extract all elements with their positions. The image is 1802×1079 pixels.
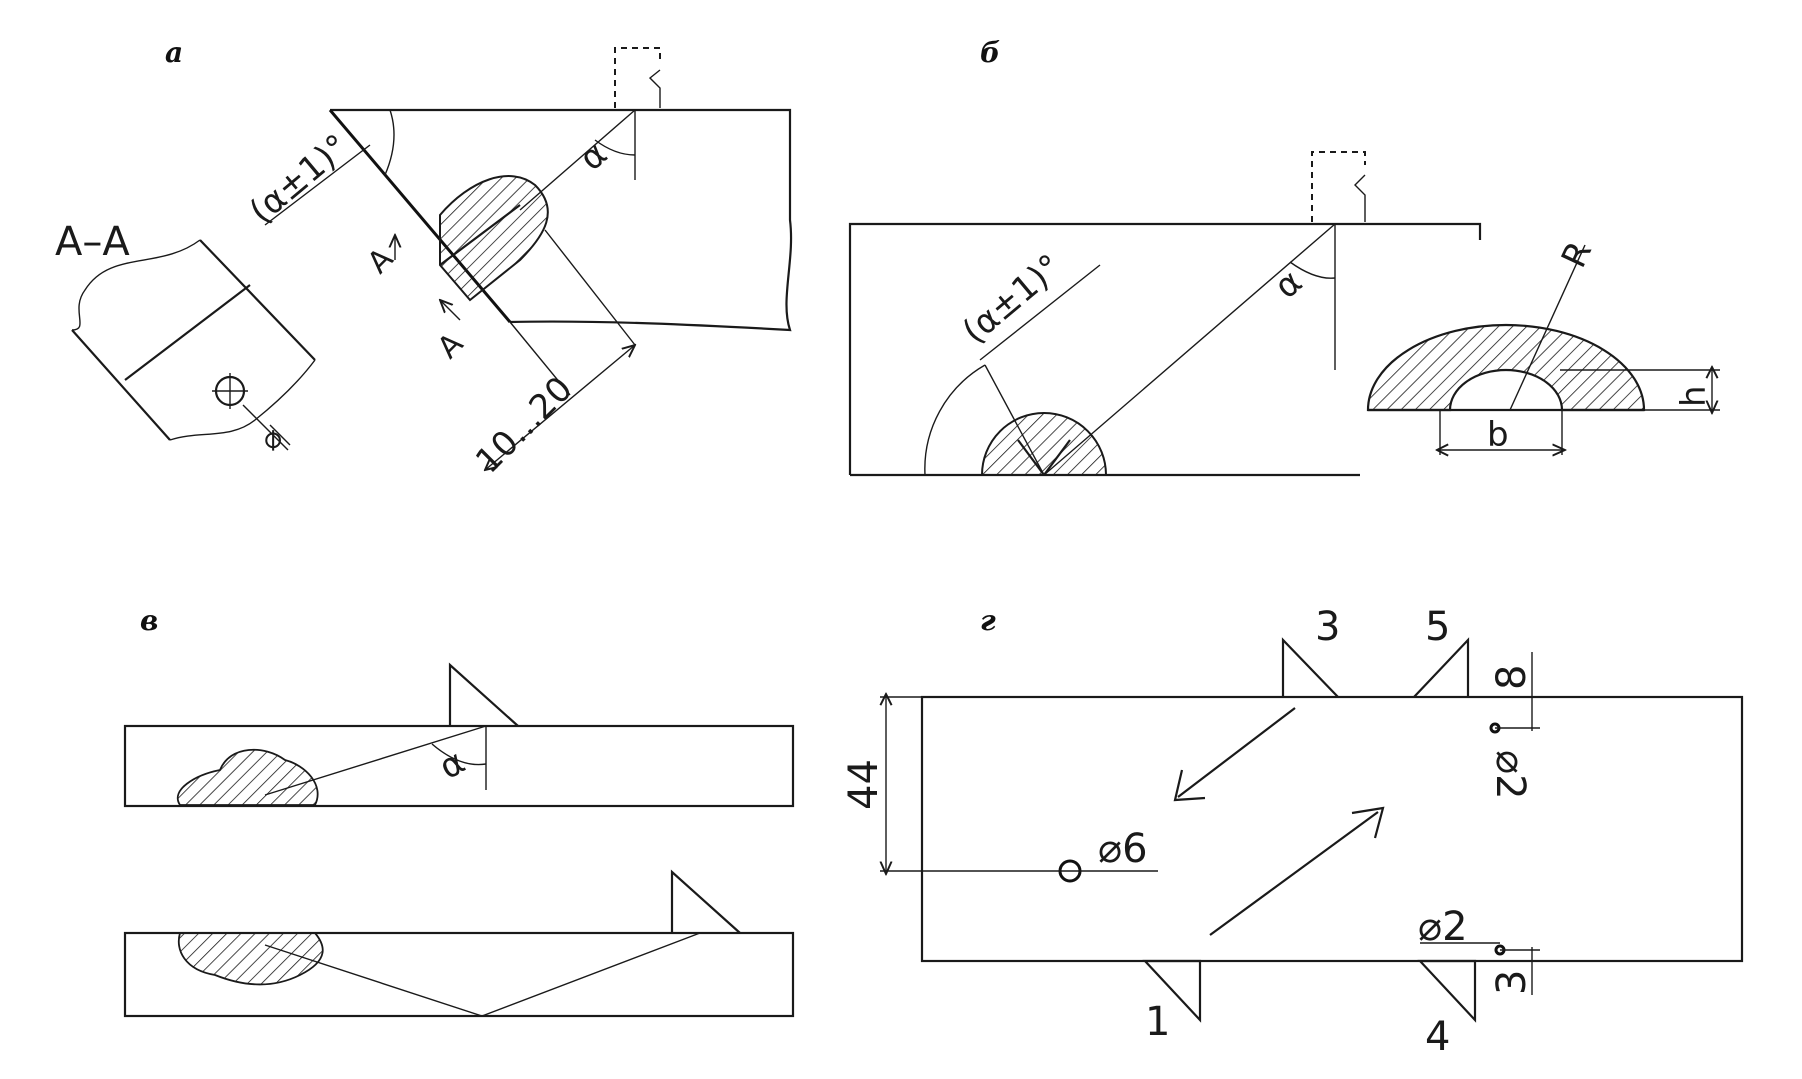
probe-5 bbox=[1413, 637, 1470, 698]
angle-tolerance-a: (α±1)° bbox=[242, 127, 357, 232]
height-label: h bbox=[1674, 385, 1714, 407]
section-a-a-label: А–А bbox=[55, 219, 130, 265]
flaw-upper bbox=[177, 748, 319, 806]
offset-8-label: 8 bbox=[1489, 665, 1535, 690]
probe-1 bbox=[1142, 959, 1202, 1023]
panel-label-a: а bbox=[165, 36, 183, 69]
section-arrow-right: А bbox=[431, 326, 471, 366]
hole-6mm-label: ⌀6 bbox=[1098, 826, 1148, 872]
panel-label-v: в bbox=[140, 604, 158, 637]
hole-2mm-top-label: ⌀2 bbox=[1487, 750, 1533, 800]
width-label: b bbox=[1487, 415, 1509, 455]
sample-block-b bbox=[848, 222, 1482, 475]
hole-2mm-bottom-label: ⌀2 bbox=[1418, 904, 1468, 950]
flaw-detail: R b h bbox=[1366, 235, 1720, 455]
height-44-label: 44 bbox=[841, 759, 887, 810]
alpha-label-b: α bbox=[1267, 262, 1310, 307]
panel-a: а А–А ⌀ bbox=[55, 36, 793, 481]
probe-dashed bbox=[614, 47, 661, 108]
section-a-a: А–А ⌀ bbox=[55, 219, 316, 458]
flaw-lower bbox=[177, 932, 324, 986]
panel-v: в α bbox=[123, 604, 795, 1018]
panel-g: г 3 5 1 4 ⌀6 ⌀2 ⌀2 44 8 3 bbox=[841, 604, 1744, 1060]
angle-tolerance-b: (α±1)° bbox=[955, 247, 1070, 352]
probe-label-3: 3 bbox=[1315, 604, 1340, 650]
probe-dashed-b bbox=[1311, 151, 1366, 222]
hatched-insert bbox=[439, 175, 549, 302]
sample-block-a: α (α±1)° А А 10...20 bbox=[242, 47, 793, 481]
probe-3 bbox=[1281, 637, 1339, 698]
radius-label: R bbox=[1554, 235, 1600, 273]
probe-label-1: 1 bbox=[1145, 999, 1170, 1045]
flaw-semicircle bbox=[980, 412, 1108, 476]
panel-label-b: б bbox=[980, 36, 1000, 69]
probe-label-5: 5 bbox=[1425, 604, 1450, 650]
length-range-label: 10...20 bbox=[468, 369, 580, 481]
probe-4 bbox=[1417, 959, 1477, 1023]
panel-b: б α (α±1)° R b bbox=[848, 36, 1720, 477]
probe-label-4: 4 bbox=[1425, 1014, 1450, 1060]
alpha-label-a: α bbox=[572, 134, 615, 179]
offset-3-label: 3 bbox=[1489, 970, 1535, 995]
plate-upper bbox=[123, 724, 795, 808]
plate-lower bbox=[123, 931, 795, 1018]
sample-plate-g bbox=[920, 695, 1744, 963]
panel-label-g: г bbox=[980, 604, 996, 637]
probe-upper bbox=[448, 662, 519, 727]
alpha-label-v: α bbox=[433, 742, 472, 788]
probe-lower bbox=[670, 869, 741, 934]
